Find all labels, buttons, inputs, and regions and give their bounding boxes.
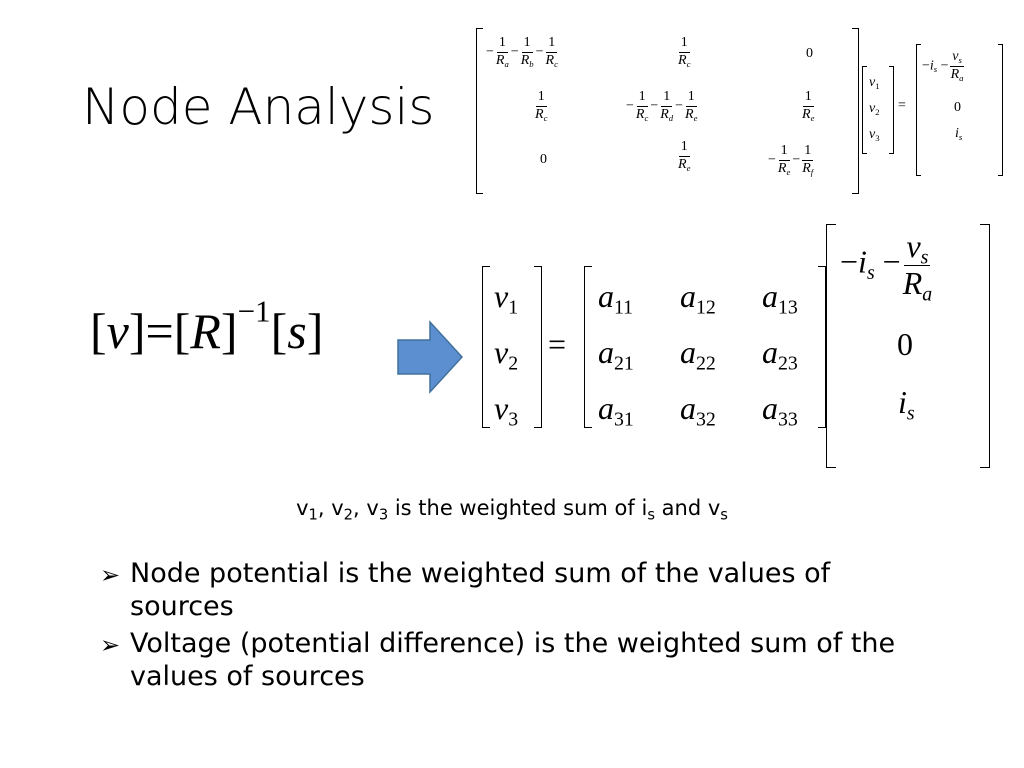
a-matrix-left-bracket bbox=[584, 266, 592, 428]
v-vector-left-bracket bbox=[862, 66, 867, 154]
big-v-left-bracket bbox=[482, 266, 490, 428]
arrow-bullet-icon: ➢ bbox=[100, 561, 121, 589]
big-v-right-bracket bbox=[534, 266, 542, 428]
bullet-item: ➢ Voltage (potential difference) is the … bbox=[100, 628, 940, 694]
a-matrix-right-bracket bbox=[818, 266, 826, 428]
big-equals-sign: = bbox=[548, 326, 567, 362]
bullet-text: Node potential is the weighted sum of th… bbox=[130, 558, 831, 622]
rhs-right-bracket bbox=[998, 44, 1003, 176]
matrix-left-bracket bbox=[476, 28, 483, 194]
rhs-left-bracket bbox=[916, 44, 921, 176]
arrow-bullet-icon: ➢ bbox=[100, 630, 121, 659]
bullet-item: ➢ Node potential is the weighted sum of … bbox=[100, 558, 940, 624]
page-title: Node Analysis bbox=[82, 78, 435, 136]
right-arrow-icon bbox=[397, 320, 464, 394]
matrix-inverse-equation: [v]=[R]−1[s] bbox=[90, 293, 324, 359]
v-vector-right-bracket bbox=[889, 66, 894, 154]
bullet-list: ➢ Node potential is the weighted sum of … bbox=[100, 558, 940, 698]
matrix-cell-3-1: 0 bbox=[540, 152, 547, 167]
matrix-right-bracket bbox=[852, 28, 859, 194]
s-vector-right-bracket bbox=[980, 224, 990, 468]
bullet-text: Voltage (potential difference) is the we… bbox=[130, 627, 896, 692]
equals-sign: = bbox=[898, 98, 906, 113]
s-vector-left-bracket bbox=[826, 224, 836, 468]
rhs-cell-3: is bbox=[955, 126, 963, 142]
s-vector-cell-3: is bbox=[898, 384, 915, 425]
caption: v1, v2, v3 is the weighted sum of is and… bbox=[296, 496, 728, 524]
rhs-cell-2: 0 bbox=[954, 100, 961, 115]
matrix-cell-1-3: 0 bbox=[806, 46, 813, 61]
s-vector-cell-2: 0 bbox=[897, 326, 913, 362]
